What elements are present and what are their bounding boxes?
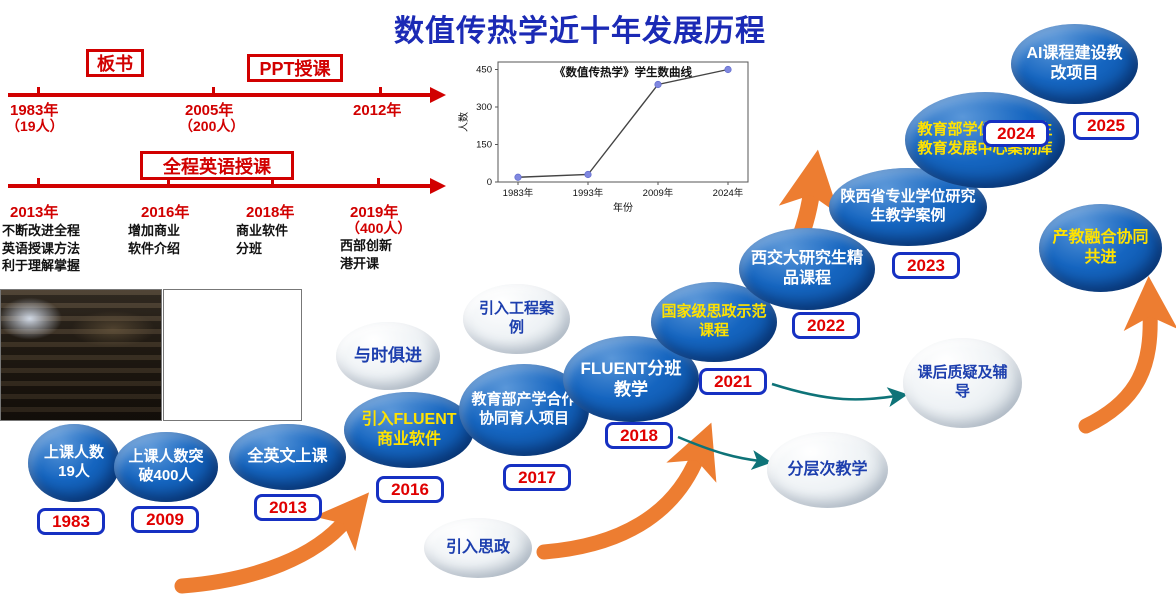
milestone-note: 增加商业软件介绍 [128,223,181,256]
year-badge-2018: 2018 [605,422,673,449]
milestone-sub: （200人） [179,118,245,134]
year-badge-2025: 2025 [1073,112,1139,140]
bubble-label: 上课人数突破400人 [128,448,204,484]
timeline-label-english: 全程英语授课 [140,151,294,180]
bubble-label: 教育部产学合作协同育人项目 [471,391,577,427]
timeline-label-blackboard: 板书 [86,49,144,77]
milestone-year: 2012年 [353,102,402,119]
year-badge-1983: 1983 [37,508,105,535]
bubble-label: 课后质疑及辅导 [917,364,1008,400]
page-title: 数值传热学近十年发展历程 [394,15,766,48]
svg-text:《数值传热学》学生数曲线: 《数值传热学》学生数曲线 [554,65,692,79]
svg-text:2024年: 2024年 [713,187,744,199]
bubble-label: 西交大研究生精品课程 [750,250,863,287]
bubble-label: 国家级思政示范课程 [661,303,767,339]
side-bubble-tiered-teaching: 分层次教学 [767,432,888,508]
timeline-arrowhead-icon [430,87,446,103]
classroom-audience-photo [0,289,162,421]
bubble-label: 上课人数19人 [43,444,104,480]
milestone-year: 2018年 [246,204,295,221]
bubble-label: 引入工程案例 [478,300,554,336]
svg-text:年份: 年份 [613,201,633,214]
orange-swoosh-arrow [1078,276,1176,434]
milestone-year: 2019年 [350,204,399,221]
timeline-arrowhead-icon [430,178,446,194]
svg-text:人数: 人数 [457,112,470,132]
bubble-label: AI课程建设教改项目 [1026,45,1123,82]
year-badge-2024: 2024 [983,120,1049,147]
milestone-year: 2005年 [185,102,234,119]
year-badge-2009: 2009 [131,506,199,533]
milestone-note: 商业软件分班 [236,223,289,256]
timeline-axis-bottom [8,184,432,188]
timeline-label-ppt: PPT授课 [247,54,343,82]
bubble-label: FLUENT分班教学 [580,358,682,399]
orange-swoosh-arrow [174,492,370,594]
milestone-note: 不断改进全程英语授课方法利于理解掌握 [2,223,81,274]
year-badge-2013: 2013 [254,494,322,521]
year-badge-2017: 2017 [503,464,571,491]
bubble-label: 陕西省专业学位研究生教学案例 [840,188,976,224]
milestone-bubble-over-400: 上课人数突破400人 [114,432,218,502]
year-badge-2021: 2021 [699,368,767,395]
teal-connector-arrow [771,382,908,408]
svg-text:1983年: 1983年 [503,187,534,199]
milestone-year: 2013年 [10,204,59,221]
teal-connector-arrow [677,435,772,470]
timeline-axis-top [8,93,432,97]
year-badge-2023: 2023 [892,252,960,279]
bubble-label: 产教融合协同共进 [1052,229,1149,266]
svg-text:1993年: 1993年 [573,187,604,199]
bubble-label: 引入思政 [445,539,510,556]
bubble-label: 与时俱进 [354,346,422,366]
milestone-note: 西部创新港开课 [340,238,393,271]
year-badge-2016: 2016 [376,476,444,503]
year-badge-2022: 2022 [792,312,860,339]
bubble-label: 全英文上课 [247,448,328,465]
bubble-label: 引入FLUENT商业软件 [361,411,457,448]
side-bubble-after-class-tutoring: 课后质疑及辅导 [903,338,1022,428]
timeline-tick [167,178,170,188]
milestone-year: 2016年 [141,204,190,221]
svg-text:0: 0 [487,177,492,188]
svg-text:300: 300 [476,102,492,113]
milestone-sub: （400人） [346,220,412,236]
milestone-year: 1983年 [10,102,59,119]
svg-text:450: 450 [476,65,492,76]
svg-text:2009年: 2009年 [643,187,674,199]
chart-canvas: 《数值传热学》学生数曲线 0 150 300 450 人数 1983年 1993年 2009年 2… [457,61,749,214]
enrollment-chart: 《数值传热学》学生数曲线 0 150 300 450 人数 1983年 1993年 2009年 2… [456,46,760,222]
side-bubble-ideology: 引入思政 [424,518,532,578]
milestone-bubble-ai-course: AI课程建设教改项目 [1011,24,1138,104]
svg-text:150: 150 [476,140,492,151]
milestone-bubble-class-19: 上课人数19人 [28,424,120,502]
bubble-label: 分层次教学 [787,461,868,478]
milestone-bubble-all-english: 全英文上课 [229,424,346,490]
timeline-tick [377,178,380,188]
timeline-tick [271,178,274,188]
milestone-bubble-fluent-software: 引入FLUENT商业软件 [344,392,474,468]
timeline-tick [379,87,382,97]
timeline-tick [37,178,40,188]
campus-building-photo [163,289,302,421]
timeline-tick [212,87,215,97]
milestone-sub: （19人） [6,118,64,134]
milestone-bubble-xjtu-course: 西交大研究生精品课程 [739,228,875,310]
side-bubble-industry-education: 产教融合协同共进 [1039,204,1162,292]
side-bubble-engineering-cases: 引入工程案例 [463,284,570,354]
side-bubble-keep-pace: 与时俱进 [336,322,440,390]
timeline-tick [37,87,40,97]
